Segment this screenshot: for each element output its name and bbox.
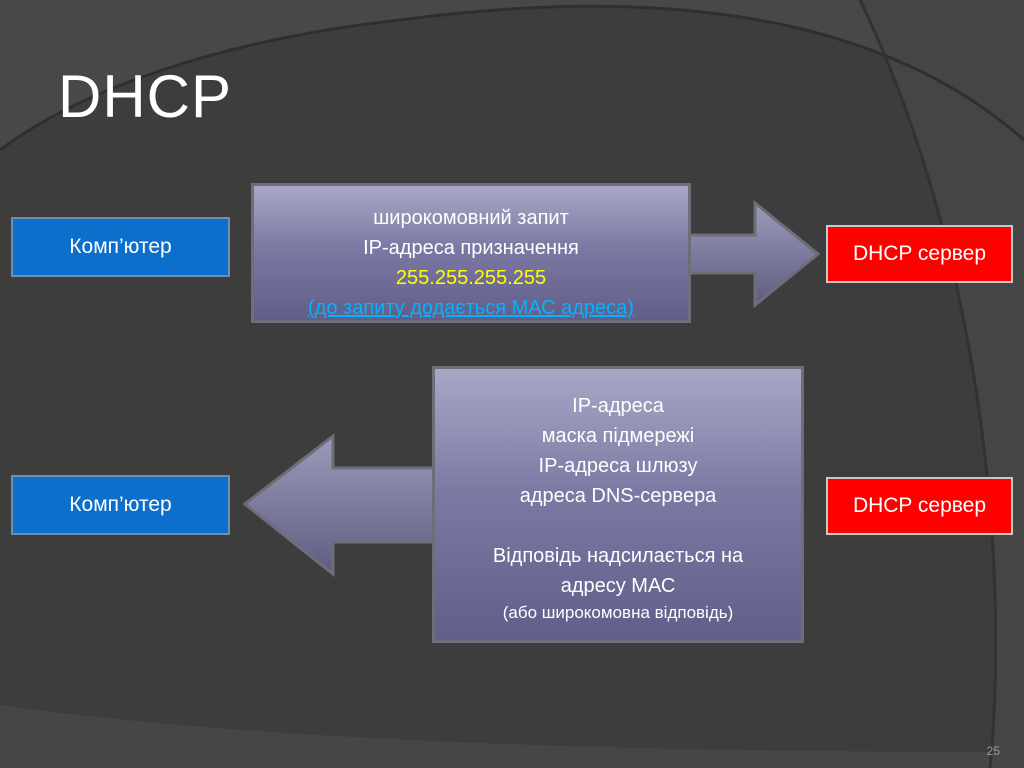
response-line-mask: маска підмережі xyxy=(541,425,695,447)
request-server-label: DHCP сервер xyxy=(852,242,987,265)
slide-title: DHCP xyxy=(58,63,233,130)
response-computer-label: Комп’ютер xyxy=(69,493,172,516)
response-line-mac: адресу МАС xyxy=(560,575,676,597)
response-server-label: DHCP сервер xyxy=(852,494,987,517)
request-line-broadcast: широкомовний запит xyxy=(373,207,569,229)
request-server-box: DHCP сервер xyxy=(826,225,1013,283)
request-computer-box: Комп’ютер xyxy=(11,217,230,277)
response-line-ip: IP-адреса xyxy=(572,395,664,417)
response-server-box: DHCP сервер xyxy=(826,477,1013,535)
request-computer-label: Комп’ютер xyxy=(69,235,172,258)
response-line-dns: адреса DNS-сервера xyxy=(519,485,717,507)
request-panel: широкомовний запит IP-адреса призначення… xyxy=(251,183,691,323)
response-computer-box: Комп’ютер xyxy=(11,475,230,535)
response-panel: IP-адреса маска підмережі IP-адреса шлюз… xyxy=(432,366,804,643)
response-spacer xyxy=(435,511,801,541)
request-broadcast-address: 255.255.255.255 xyxy=(395,267,547,289)
response-line-gateway: IP-адреса шлюзу xyxy=(538,455,698,477)
response-line-broadcast-note: (або широкомовна відповідь) xyxy=(502,603,734,622)
response-line-sent-to: Відповідь надсилається на xyxy=(492,545,744,567)
request-line-destination: IP-адреса призначення xyxy=(363,237,579,259)
page-number: 25 xyxy=(986,744,1000,758)
request-mac-note: (до запиту додається МАС адреса) xyxy=(308,297,634,319)
